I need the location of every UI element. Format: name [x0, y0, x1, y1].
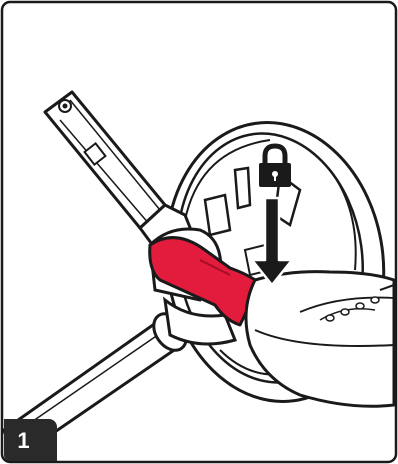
step-number: 1 — [17, 428, 29, 454]
step-badge: 1 — [4, 419, 57, 461]
